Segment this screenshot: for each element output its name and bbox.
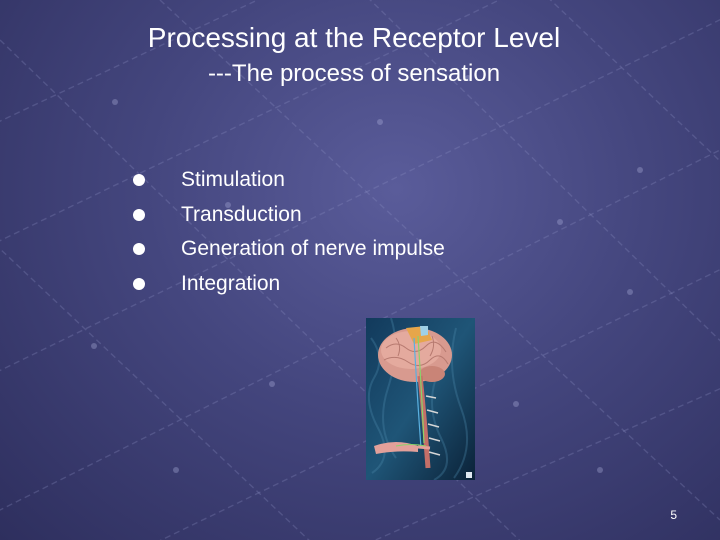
bullet-item: Transduction: [133, 198, 445, 233]
brain-spinal-cord-icon: [366, 318, 475, 480]
bullet-dot-icon: [133, 277, 145, 290]
page-number: 5: [670, 508, 677, 522]
bullet-dot-icon: [133, 243, 145, 256]
bullet-list: Stimulation Transduction Generation of n…: [133, 163, 445, 301]
bullet-dot-icon: [133, 174, 145, 187]
bullet-item: Generation of nerve impulse: [133, 232, 445, 267]
bullet-text: Transduction: [181, 202, 302, 226]
bullet-dot-icon: [133, 208, 145, 221]
bullet-item: Integration: [133, 267, 445, 302]
bullet-text: Stimulation: [181, 168, 285, 192]
bullet-item: Stimulation: [133, 163, 445, 198]
slide-subtitle: ---The process of sensation: [207, 60, 501, 87]
bullet-text: Generation of nerve impulse: [181, 237, 445, 261]
bullet-text: Integration: [181, 271, 281, 295]
brain-spinal-cord-illustration: [366, 318, 475, 480]
slide-title: Processing at the Receptor Level: [147, 22, 561, 53]
